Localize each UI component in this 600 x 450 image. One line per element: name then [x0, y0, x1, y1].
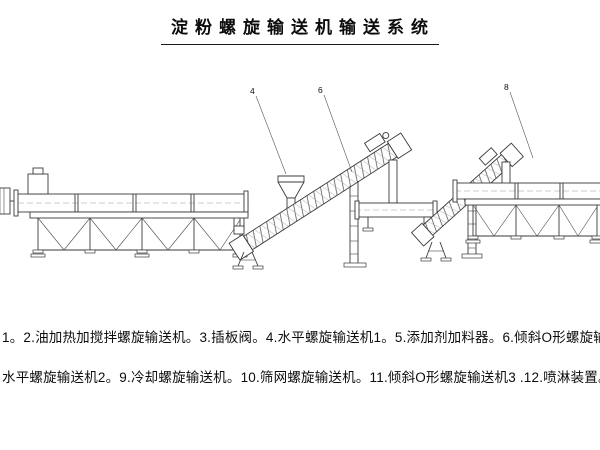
middle-horizontal-conveyor — [354, 200, 438, 232]
callout-number-8: 8 — [504, 82, 509, 92]
right-top-chute — [501, 161, 511, 186]
center-top-chute — [388, 159, 398, 204]
left-horizontal-conveyor — [0, 167, 249, 229]
parts-list-line-2: 水平螺旋输送机2。9.冷却螺旋输送机。10.筛网螺旋输送机。11.倾斜O形螺旋输… — [2, 370, 600, 385]
parts-list-caption: 1。2.油加热加搅拌螺旋输送机。3.插板阀。4.水平螺旋输送机1。5.添加剂加料… — [2, 330, 600, 410]
page-title-text: 淀粉螺旋输送机输送系统 — [161, 13, 439, 45]
left-support-truss — [29, 211, 249, 258]
additive-feeder-hopper — [277, 175, 305, 209]
callout-number-4: 4 — [250, 86, 255, 96]
center-ladder-support — [343, 181, 367, 268]
callout-number-6: 6 — [318, 85, 323, 95]
left-discharge-chute — [233, 225, 245, 235]
incline-inlet-stand — [232, 251, 264, 270]
system-diagram: 4 6 8 — [0, 82, 600, 270]
right-incline-inlet-stand — [420, 241, 452, 262]
callout-leaders — [255, 91, 534, 175]
right-support-truss — [464, 198, 600, 244]
inclined-screw-conveyor-center — [228, 132, 413, 261]
page-title: 淀粉螺旋输送机输送系统 — [0, 13, 600, 45]
parts-list-line-1: 1。2.油加热加搅拌螺旋输送机。3.插板阀。4.水平螺旋输送机1。5.添加剂加料… — [2, 330, 600, 345]
